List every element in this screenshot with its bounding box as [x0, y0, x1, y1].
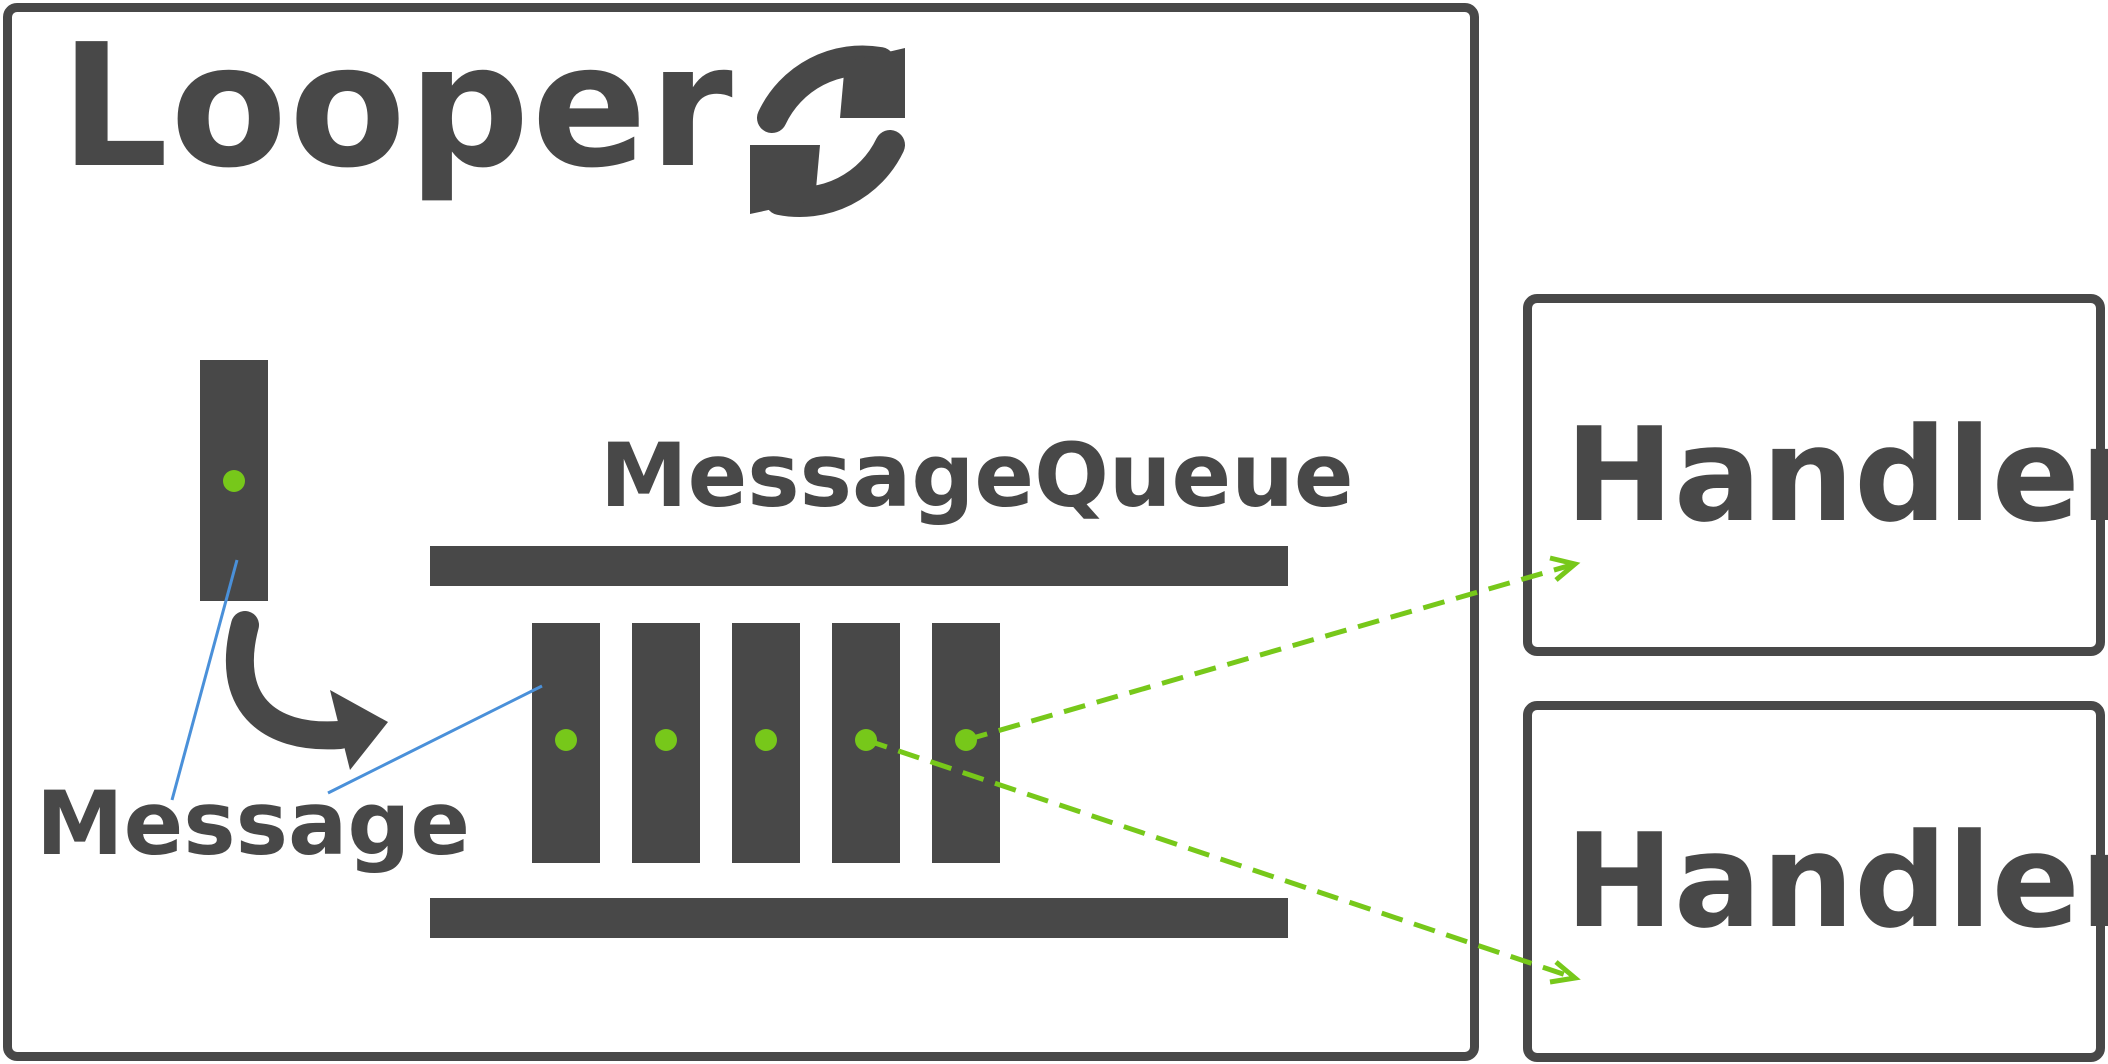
- queued-message-dot-2: [655, 729, 677, 751]
- looper-title: Looper: [60, 8, 735, 206]
- queue-bottom-rail: [430, 898, 1288, 938]
- handler-label-top: Handler: [1565, 399, 2108, 551]
- queued-message-dot-4: [855, 729, 877, 751]
- queued-message-dot-5: [955, 729, 977, 751]
- handler-box-top: [1523, 294, 2105, 656]
- message-queue-title: MessageQueue: [600, 424, 1354, 527]
- queue-top-rail: [430, 546, 1288, 586]
- incoming-message-dot: [223, 470, 245, 492]
- message-label: Message: [36, 772, 471, 875]
- handler-label-bottom: Handler: [1565, 805, 2108, 957]
- queued-message-dot-3: [755, 729, 777, 751]
- queued-message-dot-1: [555, 729, 577, 751]
